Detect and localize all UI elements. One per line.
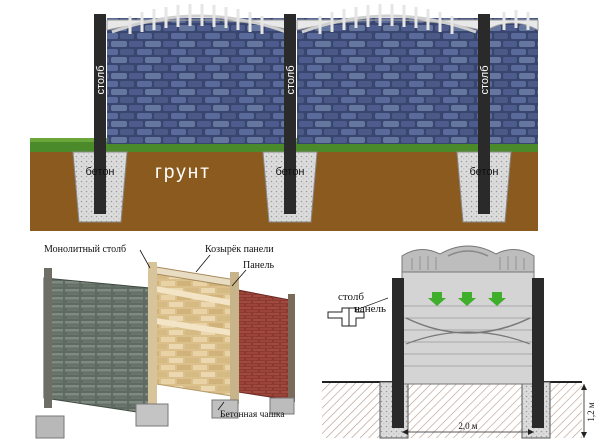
brick-section <box>237 289 291 401</box>
bottom-left-illustration: Монолитный столб Козырёк панели Панель Б… <box>35 244 295 439</box>
concrete-cup-3 <box>211 399 239 419</box>
height-dimension: 1,2 м <box>581 384 596 438</box>
stone-panel-middle <box>297 18 481 144</box>
balustrade-middle <box>296 4 482 34</box>
concrete-label-left: бетон <box>85 166 114 178</box>
arrow-down-icon <box>428 292 446 306</box>
post-left <box>94 14 106 214</box>
concrete-cup-4 <box>269 397 295 415</box>
label-panel: Панель <box>243 260 274 271</box>
post-middle <box>284 14 296 214</box>
bl-post-4 <box>288 294 295 402</box>
post-label-middle: столб <box>285 65 297 94</box>
arrow-down-icon <box>458 292 476 306</box>
width-dimension-label: 2,0 м <box>458 421 478 431</box>
bl-post-1 <box>44 268 52 408</box>
concrete-cup-1 <box>35 415 65 439</box>
stone-panel-right <box>487 18 538 144</box>
post-label-left: столб <box>95 65 107 94</box>
section-panel <box>401 271 535 385</box>
bl-post-3 <box>230 272 239 404</box>
label-monolithic-post: Монолитный столб <box>44 244 126 255</box>
slate-section <box>43 277 151 415</box>
stone-panel-left <box>107 18 291 144</box>
section-ornate-top <box>401 245 535 273</box>
section-post-label: столб <box>338 291 364 303</box>
soil-label: грунт <box>155 162 211 183</box>
top-scene: столб столб столб бетон бетон бетон грун… <box>30 4 539 231</box>
concrete-label-middle: бетон <box>275 166 304 178</box>
section-post-right <box>532 278 544 428</box>
concrete-label-right: бетон <box>469 166 498 178</box>
post-profile-detail <box>327 307 365 327</box>
post-label-right: столб <box>479 65 491 94</box>
section-panel-label: панель <box>354 303 386 315</box>
width-dimension: 2,0 м <box>402 421 534 435</box>
label-concrete-cup: Бетонная чашка <box>220 410 285 420</box>
concrete-cup-2 <box>135 403 169 427</box>
height-dimension-label: 1,2 м <box>586 402 596 422</box>
arrow-down-icon <box>488 292 506 306</box>
load-arrows <box>428 292 506 306</box>
balustrade-left <box>106 4 292 34</box>
bl-post-2 <box>148 262 157 414</box>
bottom-right-section: столб панель 2,0 м 1,2 м <box>322 245 596 439</box>
post-right <box>478 14 490 214</box>
section-post-left <box>392 278 404 428</box>
label-panel-cap: Козырёк панели <box>205 244 274 255</box>
